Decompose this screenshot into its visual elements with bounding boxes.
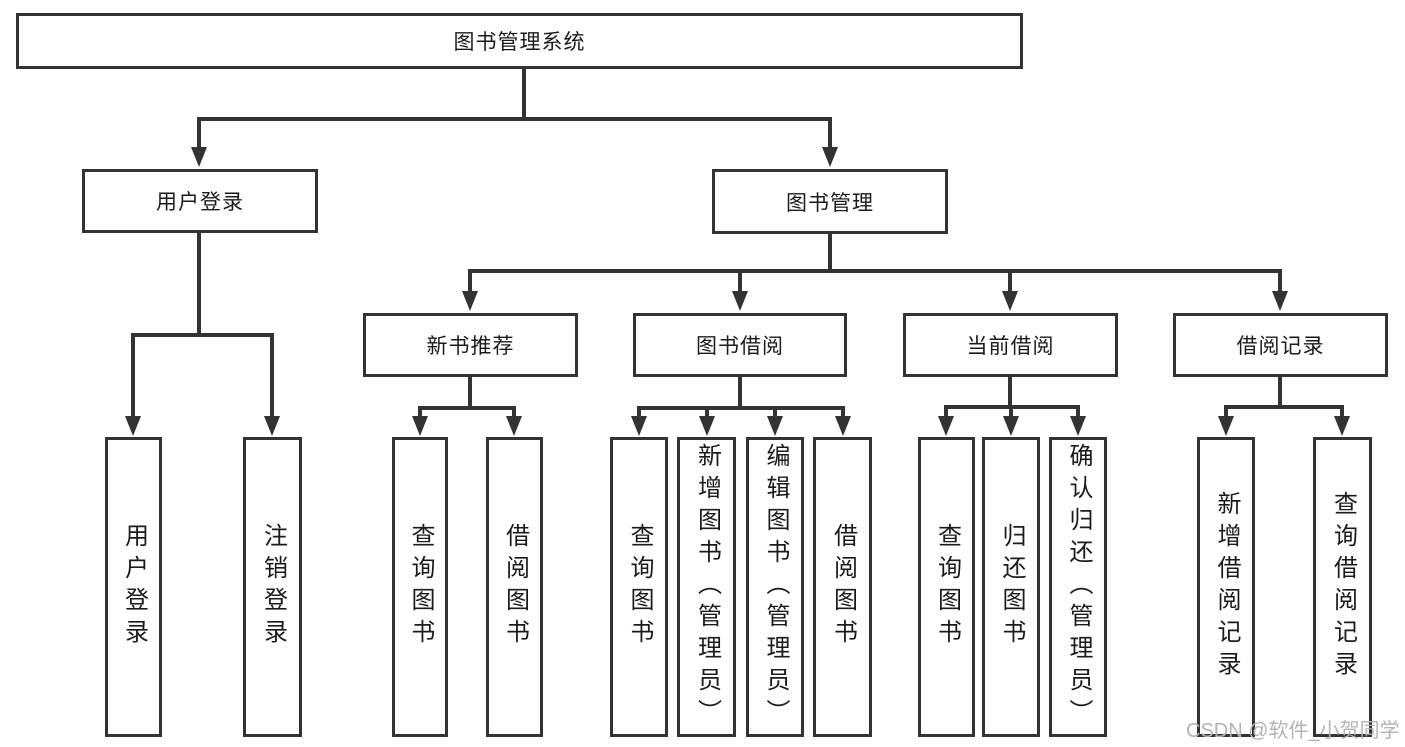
node-borrowing-records: 借阅记录 [1173, 313, 1388, 377]
node-leaf-logout: 注销登录 [243, 437, 302, 737]
node-label: 图书管理系统 [453, 31, 586, 54]
arrowheads [125, 147, 1350, 436]
node-leaf-user-login: 用户登录 [105, 437, 162, 737]
node-label: 查询图书 [407, 523, 434, 651]
csdn-watermark: CSDN @软件_小贺同学 [1186, 720, 1400, 742]
node-label: 确认归还（管理员） [1065, 443, 1092, 731]
node-new-book-recommendation: 新书推荐 [363, 313, 578, 377]
node-leaf-query-books: 查询图书 [918, 437, 975, 737]
node-label: 图书借阅 [696, 335, 784, 358]
node-leaf-query-books: 查询图书 [610, 437, 668, 737]
node-label: 当前借阅 [966, 335, 1055, 358]
node-label: 查询图书 [626, 523, 653, 651]
node-label: 归还图书 [998, 523, 1025, 651]
node-label: 用户登录 [120, 523, 148, 651]
node-leaf-borrow-books: 借阅图书 [486, 437, 543, 737]
node-current-borrowing: 当前借阅 [903, 313, 1118, 377]
node-leaf-add-books-admin: 新增图书（管理员） [677, 437, 736, 737]
node-book-borrowing: 图书借阅 [633, 313, 847, 377]
node-leaf-query-borrow-record: 查询借阅记录 [1313, 437, 1372, 737]
node-label: 图书管理 [786, 191, 874, 215]
node-label: 新增图书（管理员） [693, 443, 721, 731]
node-leaf-add-borrow-record: 新增借阅记录 [1197, 437, 1255, 737]
node-label: 用户登录 [156, 191, 244, 214]
node-label: 借阅图书 [501, 523, 529, 651]
node-label: 查询借阅记录 [1329, 491, 1357, 683]
node-leaf-edit-books-admin: 编辑图书（管理员） [746, 437, 804, 737]
node-label: 新书推荐 [426, 335, 515, 358]
node-book-management: 图书管理 [712, 169, 948, 234]
node-leaf-confirm-return-admin: 确认归还（管理员） [1049, 437, 1107, 737]
node-label: 借阅记录 [1236, 335, 1325, 358]
node-leaf-return-books: 归还图书 [982, 437, 1040, 737]
node-label: 借阅图书 [829, 523, 857, 651]
node-label: 注销登录 [259, 523, 287, 651]
node-leaf-query-books: 查询图书 [392, 437, 448, 737]
node-label: 编辑图书（管理员） [762, 443, 789, 731]
node-library-management-system: 图书管理系统 [16, 13, 1023, 69]
node-label: 新增借阅记录 [1213, 491, 1240, 683]
node-user-login: 用户登录 [82, 169, 318, 233]
node-label: 查询图书 [933, 523, 961, 651]
node-leaf-borrow-books: 借阅图书 [813, 437, 872, 737]
